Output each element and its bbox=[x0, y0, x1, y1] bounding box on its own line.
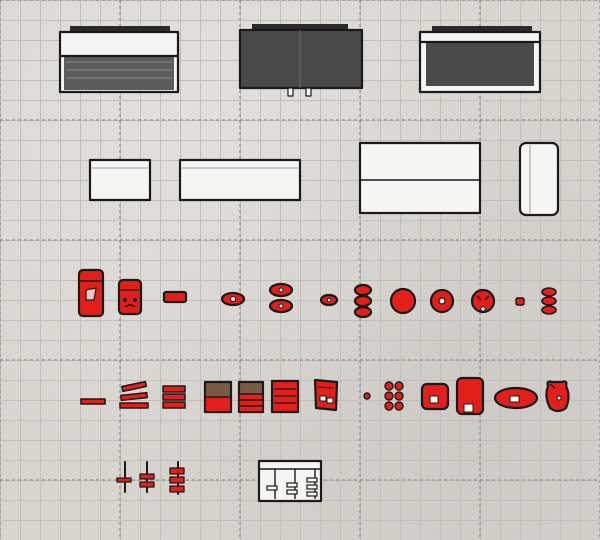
circle-large-sprite bbox=[389, 287, 417, 315]
rack-3-sprite bbox=[169, 461, 185, 495]
counter-long-sprite bbox=[178, 158, 302, 202]
six-dots-sprite bbox=[384, 381, 404, 411]
counter-large-sprite bbox=[358, 141, 482, 215]
circle-face-sprite bbox=[470, 288, 496, 314]
pouch-sprite bbox=[545, 380, 570, 413]
double-small-sprite bbox=[515, 287, 557, 315]
counter-small-sprite bbox=[88, 158, 152, 202]
tile-square-sprite bbox=[420, 382, 450, 411]
tile-tall-sprite bbox=[455, 376, 485, 416]
planks-stack-sprite bbox=[119, 380, 149, 409]
cabinet-open-light-sprite bbox=[58, 26, 180, 94]
books-stack-sprite bbox=[162, 385, 186, 409]
cabinet-open-dark-sprite bbox=[418, 26, 542, 94]
eye-small-sprite bbox=[319, 293, 339, 307]
eye-disc-sprite bbox=[220, 291, 246, 307]
bar-small-sprite bbox=[162, 290, 188, 304]
bag-large-sprite bbox=[77, 268, 105, 318]
rack-2-sprite bbox=[139, 461, 155, 493]
paper-sheet-sprite bbox=[313, 378, 339, 412]
counter-side-sprite bbox=[518, 141, 560, 217]
box-brown-sprite bbox=[203, 380, 233, 414]
plank-sprite bbox=[80, 398, 106, 405]
double-disc-sprite bbox=[268, 282, 294, 314]
oval-plate-sprite bbox=[493, 386, 539, 410]
rack-1-sprite bbox=[116, 461, 132, 493]
triple-disc-sprite bbox=[353, 283, 373, 319]
circle-target-sprite bbox=[429, 288, 455, 314]
dot-sprite bbox=[363, 392, 371, 400]
shelf-unit-sprite bbox=[257, 459, 323, 503]
tall-stack-sprite bbox=[270, 379, 300, 414]
bag-face-sprite bbox=[117, 278, 143, 316]
box-brown-2-sprite bbox=[237, 380, 265, 414]
cabinet-dark-sprite bbox=[238, 24, 364, 97]
